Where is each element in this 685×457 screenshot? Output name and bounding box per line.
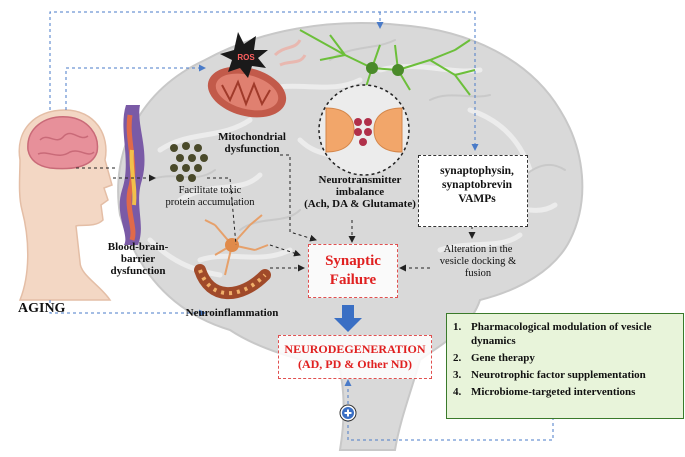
alt-line1: Alteration in the	[443, 244, 513, 255]
mito-line2: dysfunction	[224, 143, 280, 155]
intervention-item: 4. Microbiome-targeted interventions	[453, 385, 675, 399]
toxic-protein-label: Facilitate toxic protein accumulation	[156, 185, 264, 209]
vesicle-docking-label: Alteration in the vesicle docking & fusi…	[430, 244, 526, 280]
intervention-item: 1. Pharmacological modulation of vesicle …	[453, 320, 675, 348]
synaptic-proteins-box: synaptophysin, synaptobrevin VAMPs	[418, 155, 528, 227]
interventions-list: 1. Pharmacological modulation of vesicle …	[447, 314, 683, 399]
protein-aggregate-icon	[170, 142, 208, 182]
intervention-item: 2. Gene therapy	[453, 351, 675, 365]
alt-line3: fusion	[464, 268, 492, 279]
blood-vessel-icon	[119, 105, 145, 245]
synaptic-failure-box: Synaptic Failure	[308, 244, 398, 298]
plus-icon	[339, 404, 357, 422]
intervention-text: Neurotrophic factor supplementation	[471, 369, 646, 381]
intervention-number: 3.	[453, 369, 462, 381]
neurotransmitter-imbalance-label: Neurotransmitter imbalance (Ach, DA & Gl…	[296, 174, 424, 210]
mito-line1: Mitochondrial	[218, 131, 286, 143]
neurodeg-line1: NEURODEGENERATION	[284, 342, 426, 356]
intervention-number: 2.	[453, 352, 462, 364]
syn-line3: VAMPs	[458, 193, 496, 205]
nt-line1: Neurotransmitter	[318, 174, 402, 186]
synaptic-line1: Synaptic	[325, 253, 381, 269]
neurodeg-line2: (AD, PD & Other ND)	[297, 357, 413, 371]
mitochondrial-dysfunction-label: Mitochondrial dysfunction	[216, 131, 288, 155]
mitochondria-icon: ROS	[207, 32, 307, 118]
synapse-icon	[318, 84, 410, 176]
intervention-number: 4.	[453, 386, 462, 398]
nt-line2: imbalance	[335, 186, 385, 198]
down-arrow-icon	[334, 305, 362, 332]
bbb-line2: barrier	[120, 253, 156, 265]
intervention-text: Microbiome-targeted interventions	[471, 386, 636, 398]
intervention-text: Pharmacological modulation of vesicle dy…	[471, 321, 652, 347]
neurodegeneration-box: NEURODEGENERATION (AD, PD & Other ND)	[278, 335, 432, 379]
aging-label: AGING	[18, 301, 66, 316]
neuron-icon	[299, 29, 476, 96]
syn-line1: synaptophysin,	[440, 165, 514, 177]
nt-line3: (Ach, DA & Glutamate)	[304, 198, 416, 210]
synaptic-proteins-text: synaptophysin, synaptobrevin VAMPs	[419, 156, 527, 206]
synaptic-line2: Failure	[329, 272, 377, 288]
intervention-text: Gene therapy	[471, 352, 535, 364]
bbb-line1: Blood-brain-	[107, 241, 169, 253]
syn-line2: synaptobrevin	[441, 179, 513, 191]
head-profile-icon	[18, 109, 113, 301]
alt-line2: vesicle docking &	[439, 256, 517, 267]
toxic-line2: protein accumulation	[165, 197, 255, 208]
intervention-number: 1.	[453, 321, 462, 333]
bbb-dysfunction-label: Blood-brain- barrier dysfunction	[102, 241, 174, 277]
ros-label: ROS	[237, 53, 255, 62]
flow-arrows	[76, 154, 476, 272]
neuroinflammation-label: Neuroinflammation	[185, 307, 279, 319]
microglia-icon	[194, 214, 271, 300]
interventions-box: 1. Pharmacological modulation of vesicle …	[446, 313, 684, 419]
intervention-item: 3. Neurotrophic factor supplementation	[453, 368, 675, 382]
bbb-line3: dysfunction	[110, 265, 166, 277]
toxic-line1: Facilitate toxic	[178, 185, 242, 196]
